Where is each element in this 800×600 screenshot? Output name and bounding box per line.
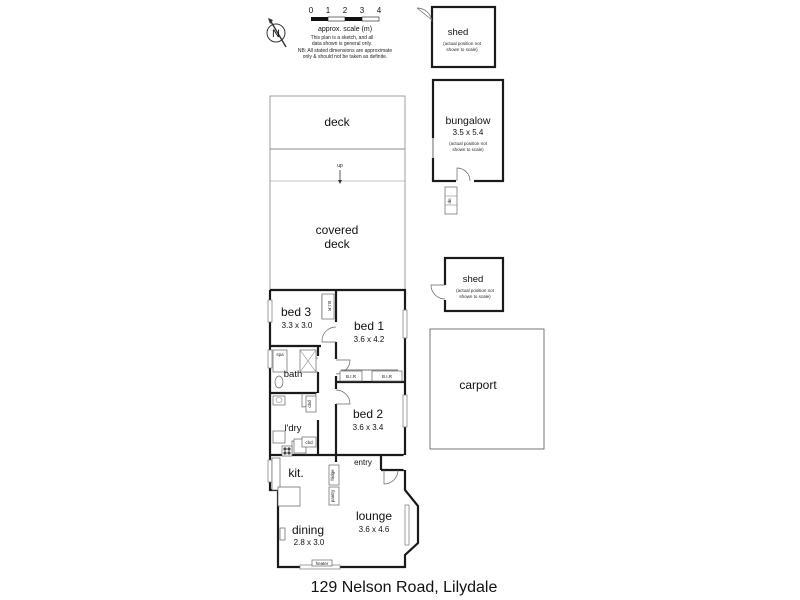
bed1-robe-label-1: B.I.R xyxy=(346,374,357,379)
bed1-dims: 3.6 x 4.2 xyxy=(354,335,385,344)
north-label: N xyxy=(272,28,280,40)
scale-legend: 0 1 2 3 4 approx. scale (m) This plan is… xyxy=(298,6,392,60)
fridge-label: fridge xyxy=(330,469,335,481)
lounge-label: lounge xyxy=(356,509,392,523)
scale-tick-2: 2 xyxy=(343,6,348,15)
bed3-dims: 3.3 x 3.0 xyxy=(282,321,313,330)
bungalow-step-label: dn xyxy=(447,198,452,204)
shed-top-note-2: shown to scale) xyxy=(446,47,478,52)
trough-icon xyxy=(272,430,286,444)
covered-deck-label-1: covered xyxy=(316,223,359,237)
bungalow-label: bungalow xyxy=(446,115,491,127)
scale-tick-0: 0 xyxy=(309,6,314,15)
shed-mid-label: shed xyxy=(463,274,484,285)
kitchen-label: kit. xyxy=(288,466,303,480)
bed3-robe-label: B.I.R xyxy=(327,301,332,312)
north-arrow-icon: N xyxy=(266,18,287,48)
shed-mid-note-2: shown to scale) xyxy=(459,294,491,299)
down-arrow-icon xyxy=(338,180,342,184)
scale-tick-3: 3 xyxy=(360,6,365,15)
bed3-label: bed 3 xyxy=(281,305,311,319)
room-labels: bed 3 3.3 x 3.0 bed 1 3.6 x 4.2 bed 2 3.… xyxy=(281,305,392,547)
bed1-robe-label-2: B.I.R xyxy=(382,374,393,379)
shed-top-label: shed xyxy=(448,27,469,38)
carport: carport xyxy=(429,328,545,450)
toilet-icon xyxy=(274,375,284,389)
cbd-label-1: cbd xyxy=(307,400,312,408)
bed2-label: bed 2 xyxy=(353,407,383,421)
fixtures: B.I.R B.I.R B.I.R spa cbd cbd fridge pan… xyxy=(271,293,403,567)
dining-dims: 2.8 x 3.0 xyxy=(294,538,325,547)
up-label: up xyxy=(337,163,343,169)
disclaimer-line-3: NB: All stated dimensions are approximat… xyxy=(298,48,392,54)
scale-bar xyxy=(311,16,380,22)
spa-icon xyxy=(272,349,288,373)
windows xyxy=(267,299,410,570)
bath-label: bath xyxy=(284,369,303,380)
shed-mid-note-1: (actual position not xyxy=(456,288,495,293)
disclaimer-line-1: This plan is a sketch, and all xyxy=(311,35,374,41)
bungalow-note-2: shown to scale) xyxy=(452,147,484,152)
covered-deck-label-2: deck xyxy=(324,237,350,251)
bed2-dims: 3.6 x 3.4 xyxy=(353,423,384,432)
disclaimer-line-4: only & should not be taken as definite. xyxy=(303,54,388,60)
bed1-label: bed 1 xyxy=(354,319,384,333)
deck: deck xyxy=(269,95,406,150)
scale-tick-4: 4 xyxy=(377,6,382,15)
covered-deck: up covered deck xyxy=(269,148,406,291)
address-title: 129 Nelson Road, Lilydale xyxy=(311,579,498,596)
shed-mid: shed (actual position not shown to scale… xyxy=(430,256,505,313)
shed-top: shed (actual position not shown to scale… xyxy=(416,5,497,69)
lounge-dims: 3.6 x 4.6 xyxy=(359,525,390,534)
scale-caption: approx. scale (m) xyxy=(318,26,372,33)
spa-label: spa xyxy=(276,352,284,357)
bungalow-note-1: (actual position not xyxy=(449,141,488,146)
scale-tick-1: 1 xyxy=(326,6,331,15)
laundry-label: l'dry xyxy=(284,423,301,434)
cbd-label-2: cbd xyxy=(305,440,313,445)
dining-label: dining xyxy=(292,523,324,537)
pantry-label: pantry xyxy=(330,489,335,502)
cooktop-icon xyxy=(281,445,293,457)
vanity-icon xyxy=(272,395,286,406)
bungalow-dims: 3.5 x 5.4 xyxy=(453,128,484,137)
heater-label: heater xyxy=(316,561,329,566)
deck-label: deck xyxy=(324,115,350,129)
bungalow: bungalow 3.5 x 5.4 (actual position not … xyxy=(431,78,505,215)
disclaimer-line-2: data shown is general only. xyxy=(312,41,372,47)
carport-label: carport xyxy=(459,378,497,392)
shed-top-note-1: (actual position not xyxy=(443,41,482,46)
entry-label: entry xyxy=(354,458,372,467)
